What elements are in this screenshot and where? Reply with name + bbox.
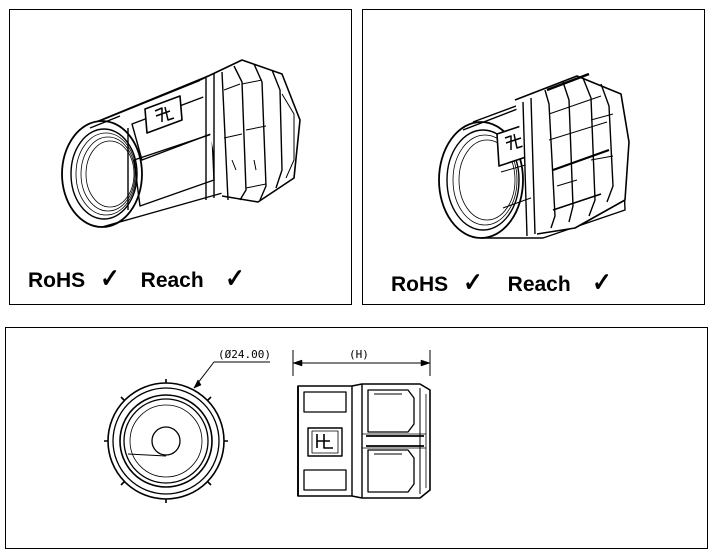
- rohs-label: RoHS: [391, 273, 449, 296]
- reach-check-icon: ✓: [591, 267, 612, 297]
- diameter-dimension-label: (Ø24.00): [218, 348, 271, 361]
- rohs-check-icon: ✓: [463, 267, 483, 297]
- reach-label: Reach: [507, 273, 571, 296]
- technical-drawing-panel: (Ø24.00): [5, 327, 708, 549]
- rohs-check-icon: ✓: [100, 263, 120, 293]
- height-dimension-label: (H): [349, 348, 369, 361]
- connector-isometric-drawing-left: [61, 59, 301, 228]
- certification-badges-right: RoHS ✓ Reach ✓: [391, 267, 612, 297]
- reach-label: Reach: [140, 269, 204, 292]
- product-view-panel-right: RoHS ✓ Reach ✓: [362, 9, 705, 305]
- reach-check-icon: ✓: [224, 263, 245, 293]
- rohs-label: RoHS: [28, 269, 86, 292]
- certification-badges-left: RoHS ✓ Reach ✓: [28, 263, 245, 293]
- connector-isometric-drawing-right: [438, 72, 630, 239]
- end-view-outer-ring: [107, 382, 225, 500]
- product-view-panel-left: RoHS ✓ Reach ✓: [9, 9, 352, 305]
- dimension-drawing: (Ø24.00): [104, 348, 431, 503]
- side-view: [292, 350, 431, 499]
